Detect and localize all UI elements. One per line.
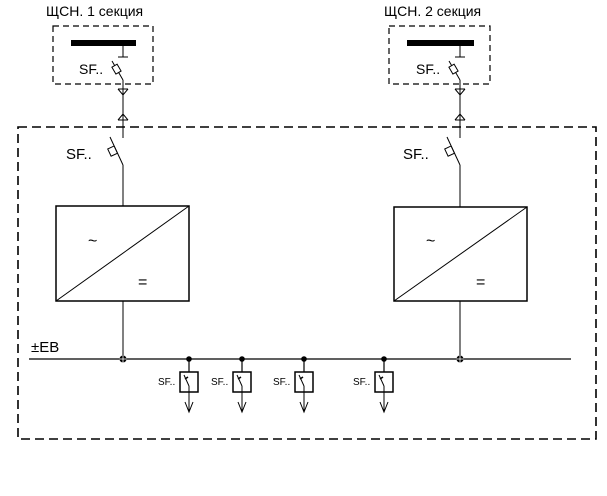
rectifier-1-dc-symbol: = — [138, 274, 147, 291]
feeder-breaker-label: SF.. — [353, 377, 370, 388]
outgoing-feeder-2: SF.. — [211, 356, 252, 414]
input-breaker-1-icon — [107, 127, 124, 206]
feeder-breaker-icon — [183, 374, 190, 392]
bus-junction-1-icon — [119, 355, 127, 363]
outgoing-feeder-4: SF.. — [353, 356, 394, 414]
section-1-title: ЩСН. 1 секция — [46, 3, 143, 19]
section-2-plug-down-icon — [454, 88, 466, 96]
section-2-switchboard-box — [388, 25, 491, 85]
feeder-breaker-icon — [236, 374, 243, 392]
section-1-plug-down-icon — [117, 88, 129, 96]
bus-junction-2-icon — [456, 355, 464, 363]
feeder-breaker-icon — [298, 374, 305, 392]
input-breaker-2-icon — [444, 127, 461, 207]
rectifier-2 — [393, 206, 528, 302]
rectifier-2-ac-symbol: ~ — [426, 233, 435, 250]
feeder-breaker-label: SF.. — [158, 377, 175, 388]
section-1-socket-up-icon — [117, 113, 129, 121]
section-1-switchboard-breaker-label: SF.. — [79, 61, 103, 77]
feeder-output-arrow-icon — [299, 401, 309, 414]
section-1-switchboard-breaker-icon — [111, 60, 124, 81]
main-cabinet-box — [17, 126, 597, 440]
section-2-feeder — [448, 46, 466, 128]
feeder-breaker-label: SF.. — [211, 377, 228, 388]
section-1-busbar — [71, 40, 136, 46]
feeder-breaker-icon — [378, 374, 385, 392]
outgoing-feeder-1: SF.. — [158, 356, 199, 414]
input-breaker-2-label: SF.. — [403, 146, 429, 163]
section-2-busbar — [407, 40, 474, 46]
outgoing-feeder-3: SF.. — [273, 356, 314, 414]
dc-bus-label: ±EB — [31, 339, 59, 356]
rectifier-2-dc-symbol: = — [476, 274, 485, 291]
feeder-breaker-label: SF.. — [273, 377, 290, 388]
section-2-title: ЩСН. 2 секция — [384, 3, 481, 19]
section-2-switchboard-breaker-icon — [448, 60, 461, 81]
section-2-socket-up-icon — [454, 113, 466, 121]
feeder-output-arrow-icon — [184, 401, 194, 414]
input-breaker-1-label: SF.. — [66, 146, 92, 163]
feeder-output-arrow-icon — [237, 401, 247, 414]
section-1-feeder — [111, 46, 129, 128]
section-2-switchboard-breaker-label: SF.. — [416, 61, 440, 77]
rectifier-1 — [55, 205, 190, 302]
section-1-switchboard-box — [52, 25, 154, 85]
feeder-output-arrow-icon — [379, 401, 389, 414]
rectifier-1-ac-symbol: ~ — [88, 233, 97, 250]
